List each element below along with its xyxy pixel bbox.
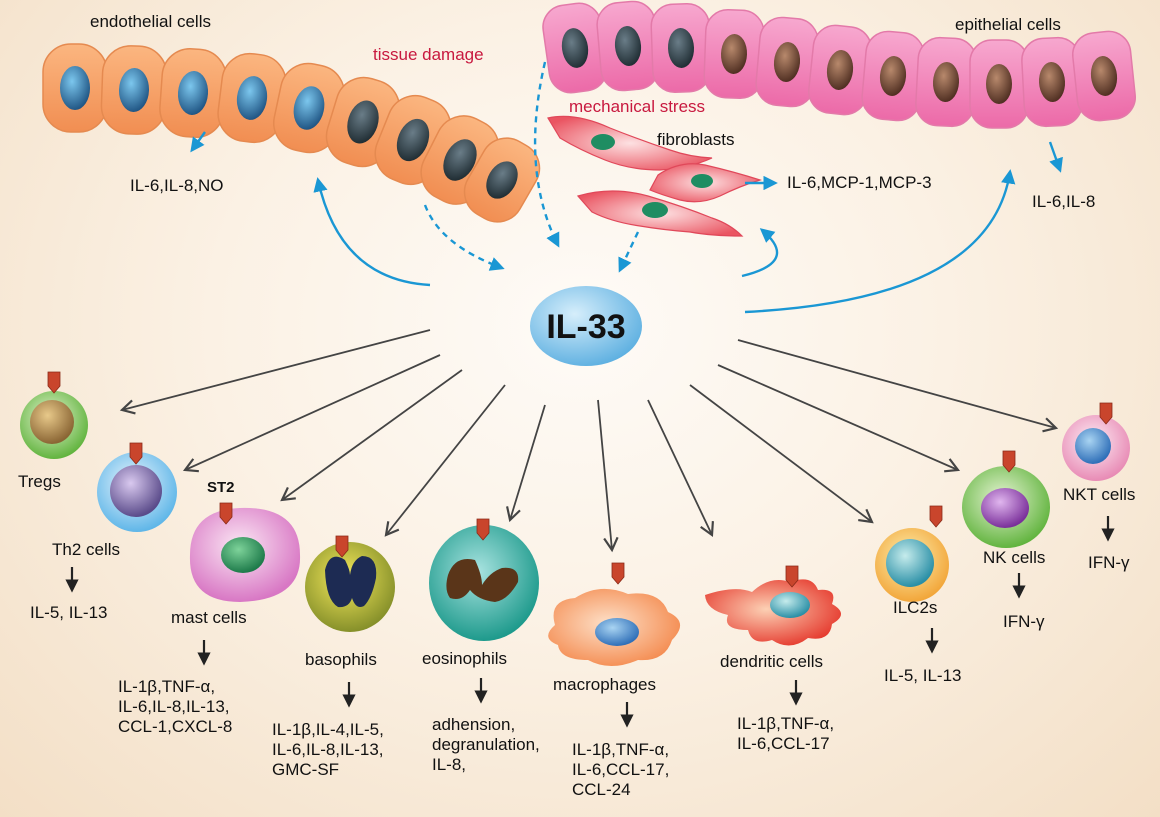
dendritic-cell [705,579,841,646]
eosinophil-products: adhension, degranulation, IL-8, [432,715,540,774]
basophil-name: basophils [305,650,377,669]
fibroblast-products: IL-6,MCP-1,MCP-3 [787,173,932,192]
arrow-to-endothelial [313,177,431,287]
endothelial-products: IL-6,IL-8,NO [130,176,224,195]
endothelial-label: endothelial cells [90,12,211,31]
basophil-cell [305,542,395,632]
macrophage-name: macrophages [553,675,657,694]
mast-cell [189,507,301,602]
epithelial-label: epithelial cells [955,15,1061,34]
arrow-endo-products [190,131,206,153]
macrophage-products: IL-1β,TNF-α, IL-6,CCL-17, CCL-24 [572,740,670,799]
il33-ellipse [530,286,642,366]
macrophage-cell [548,588,681,666]
induction-arrows [423,61,640,273]
tregs-cell [20,391,88,459]
st2-receptors [47,371,1113,588]
nkt-products: IFN-γ [1088,553,1130,572]
st2-label: ST2 [207,479,235,496]
th2-name: Th2 cells [52,540,121,559]
nk-name: NK cells [983,548,1046,567]
fibroblasts-label: fibroblasts [657,130,735,149]
ilc2-products: IL-5, IL-13 [884,666,962,685]
mast-products: IL-1β,TNF-α, IL-6,IL-8,IL-13, CCL-1,CXCL… [118,677,233,736]
basophil-products: IL-1β,IL-4,IL-5, IL-6,IL-8,IL-13, GMC-SF [272,720,384,779]
mast-name: mast cells [171,608,247,627]
nkt-name: NKT cells [1063,485,1136,504]
dendritic-products: IL-1β,TNF-α, IL-6,CCL-17 [737,714,835,753]
product-arrows [65,516,1115,728]
il33-label: IL-33 [546,308,625,346]
tissue-damage-label: tissue damage [373,45,484,64]
mechanical-stress-label: mechanical stress [569,97,706,116]
arrow-epi-products [1048,141,1063,173]
arrow-fibro-to-il33 [618,231,640,273]
arrow-to-fibroblasts [741,228,779,278]
fibroblast-cluster [547,115,763,237]
nk-cell [962,466,1050,548]
nkt-cell [1062,415,1130,481]
th2-cell [97,452,177,532]
epithelial-products: IL-6,IL-8 [1032,192,1096,211]
eosinophil-cell [429,525,539,641]
nk-products: IFN-γ [1003,612,1045,631]
tregs-name: Tregs [18,472,61,491]
feedback-arrows [190,131,1063,314]
arrow-to-epithelial [744,169,1016,314]
ilc2-cell [875,528,949,602]
arrow-endo-to-il33 [423,204,505,271]
epithelial-layer [542,0,1137,129]
eosinophil-name: eosinophils [422,649,508,668]
ilc2-name: ILC2s [893,598,938,617]
arrow-epi-to-il33 [533,61,560,248]
il33-target-arrows [119,329,1059,553]
th2-products: IL-5, IL-13 [30,603,108,622]
dendritic-name: dendritic cells [720,652,823,671]
endothelial-layer [42,43,541,223]
